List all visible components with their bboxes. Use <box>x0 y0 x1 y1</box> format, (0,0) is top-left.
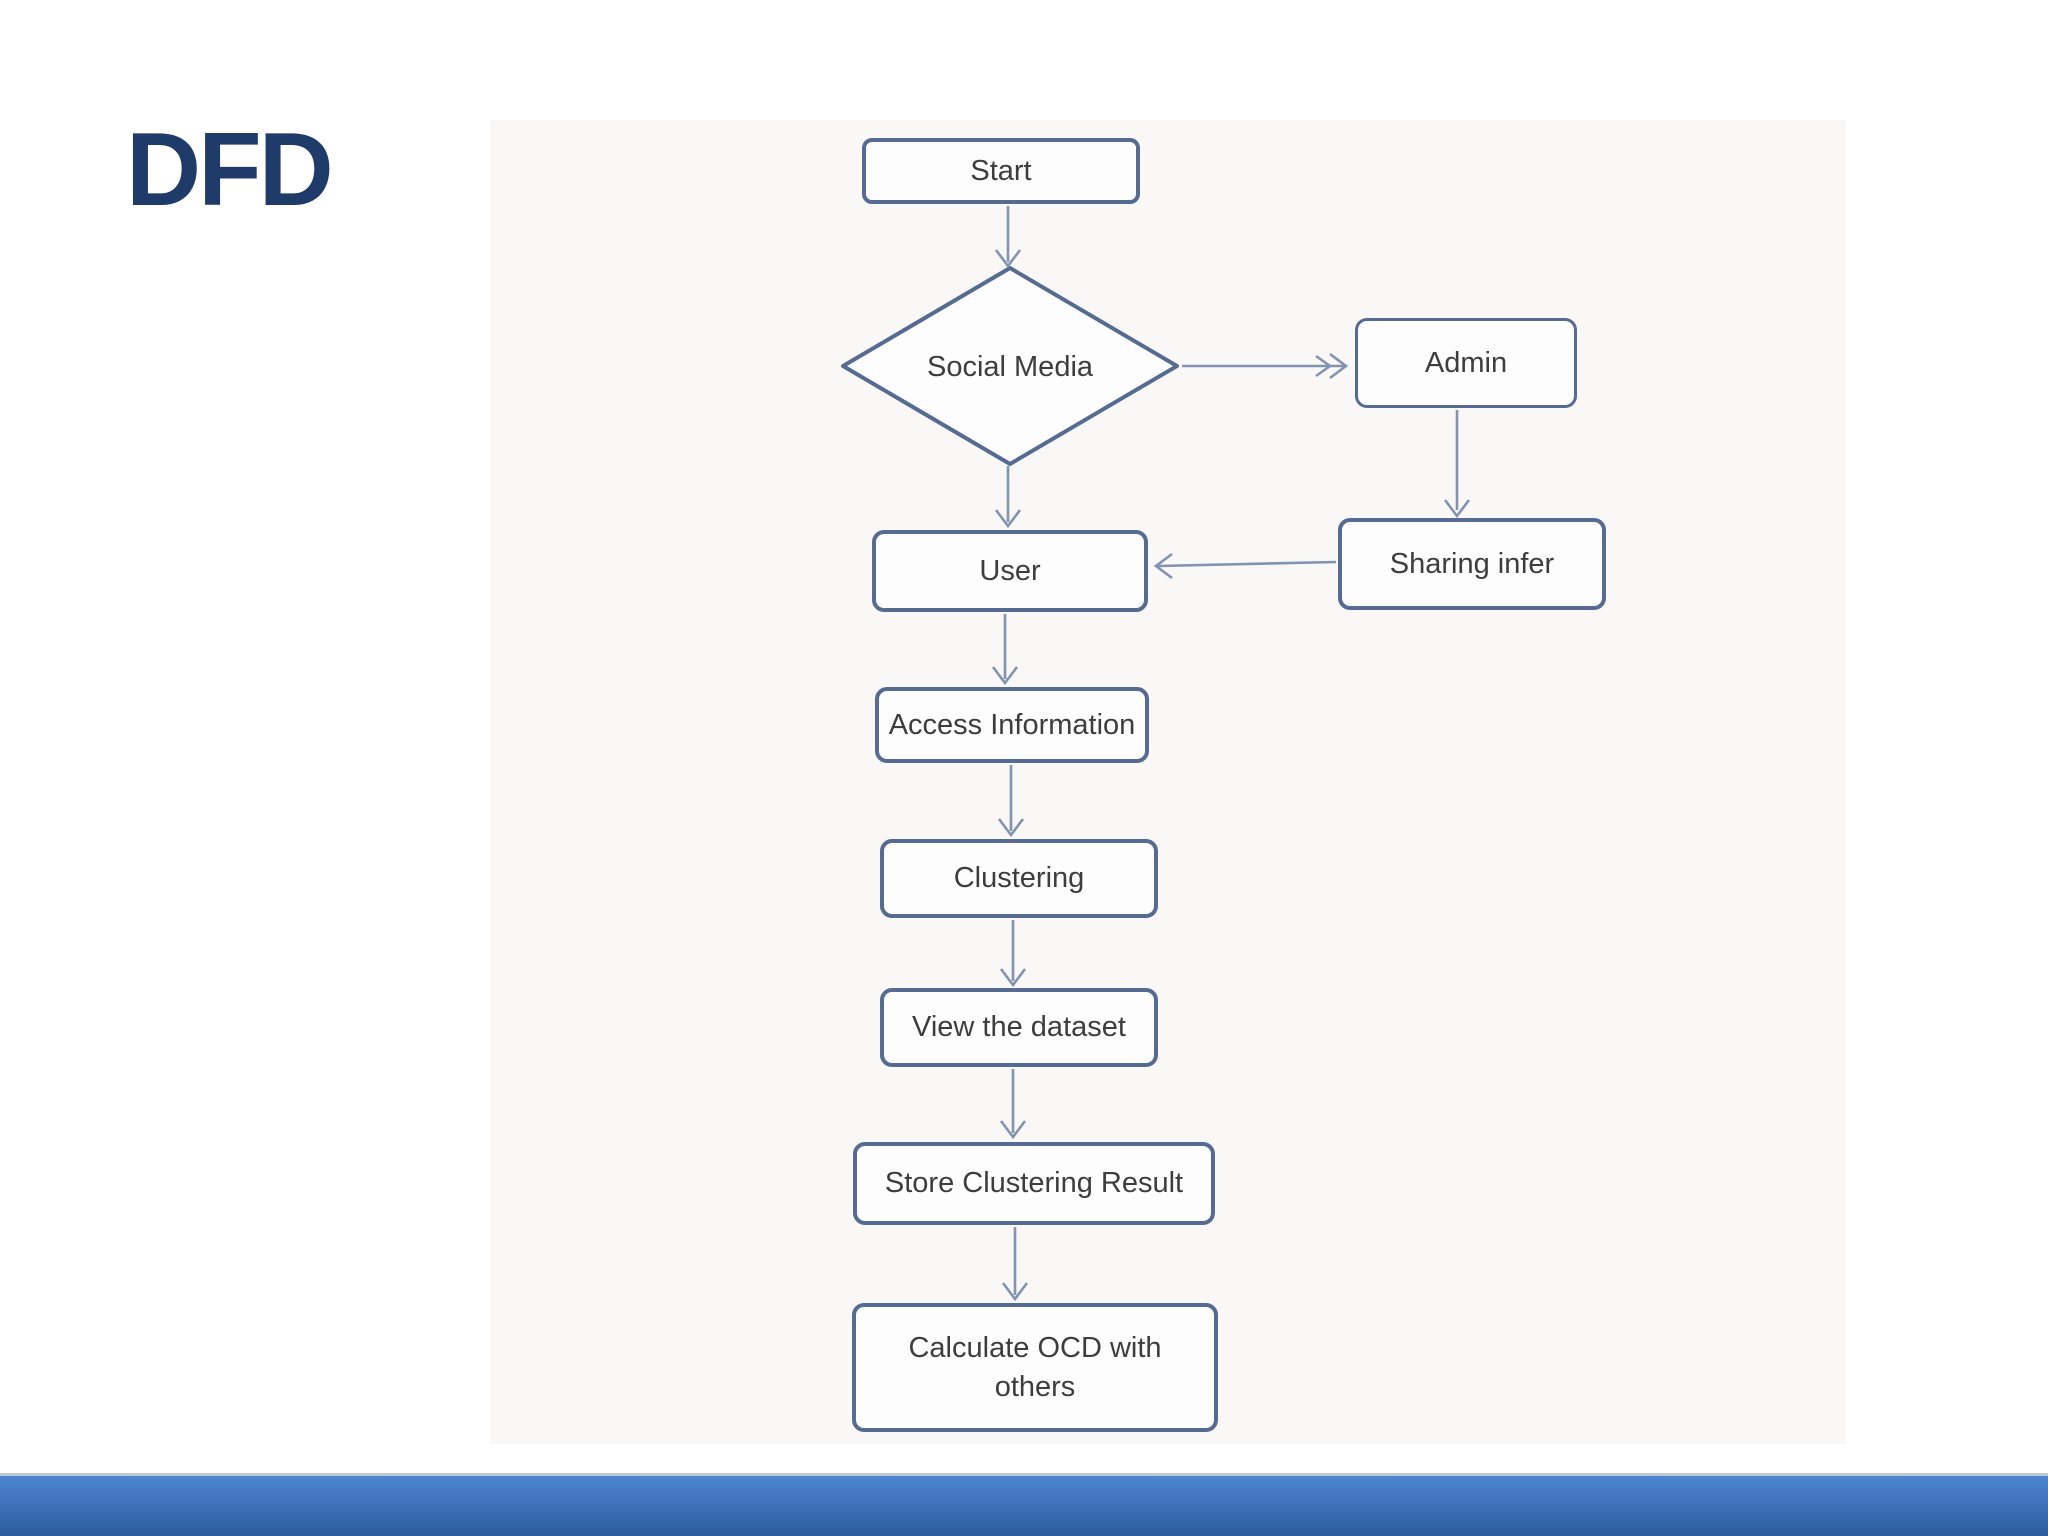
node-access-information: Access Information <box>875 687 1149 763</box>
node-store-clustering-result: Store Clustering Result <box>853 1142 1215 1225</box>
node-start: Start <box>862 138 1140 204</box>
page-title: DFD <box>126 112 334 228</box>
edge-admin-to-sharing-infer <box>1443 410 1471 519</box>
node-admin: Admin <box>1355 318 1577 408</box>
edge-access-information-to-clustering <box>997 765 1025 838</box>
edge-clustering-to-view-the-dataset <box>999 920 1027 988</box>
edge-social-media-to-admin <box>1182 352 1349 380</box>
edge-start-to-social-media <box>994 206 1022 269</box>
node-user: User <box>872 530 1148 612</box>
edge-sharing-infer-to-user <box>1153 552 1337 580</box>
node-calculate-ocd: Calculate OCD with others <box>852 1303 1218 1432</box>
node-social-media: Social Media <box>860 338 1160 396</box>
node-clustering: Clustering <box>880 839 1158 918</box>
node-sharing-infer: Sharing infer <box>1338 518 1606 610</box>
node-admin-label: Admin <box>1424 346 1508 379</box>
node-view-the-dataset-label: View the dataset <box>912 1011 1126 1044</box>
node-start-label: Start <box>970 154 1032 187</box>
edge-user-to-access-information <box>991 614 1019 686</box>
node-social-media-label: Social Media <box>926 350 1094 383</box>
bottom-accent-bar <box>0 1473 2048 1536</box>
node-sharing-infer-label: Sharing infer <box>1389 547 1555 580</box>
edge-store-clustering-result-to-calculate-ocd <box>1001 1227 1029 1302</box>
edge-view-the-dataset-to-store-clustering-result <box>999 1069 1027 1140</box>
node-calculate-ocd-label: Calculate OCD with others <box>908 1332 1162 1403</box>
edge-social-media-to-user <box>994 466 1022 529</box>
node-store-clustering-result-label: Store Clustering Result <box>884 1167 1184 1200</box>
node-access-information-label: Access Information <box>888 708 1136 741</box>
node-social-media-diamond <box>841 266 1179 466</box>
node-user-label: User <box>979 554 1041 587</box>
node-view-the-dataset: View the dataset <box>880 988 1158 1067</box>
node-clustering-label: Clustering <box>953 862 1085 895</box>
